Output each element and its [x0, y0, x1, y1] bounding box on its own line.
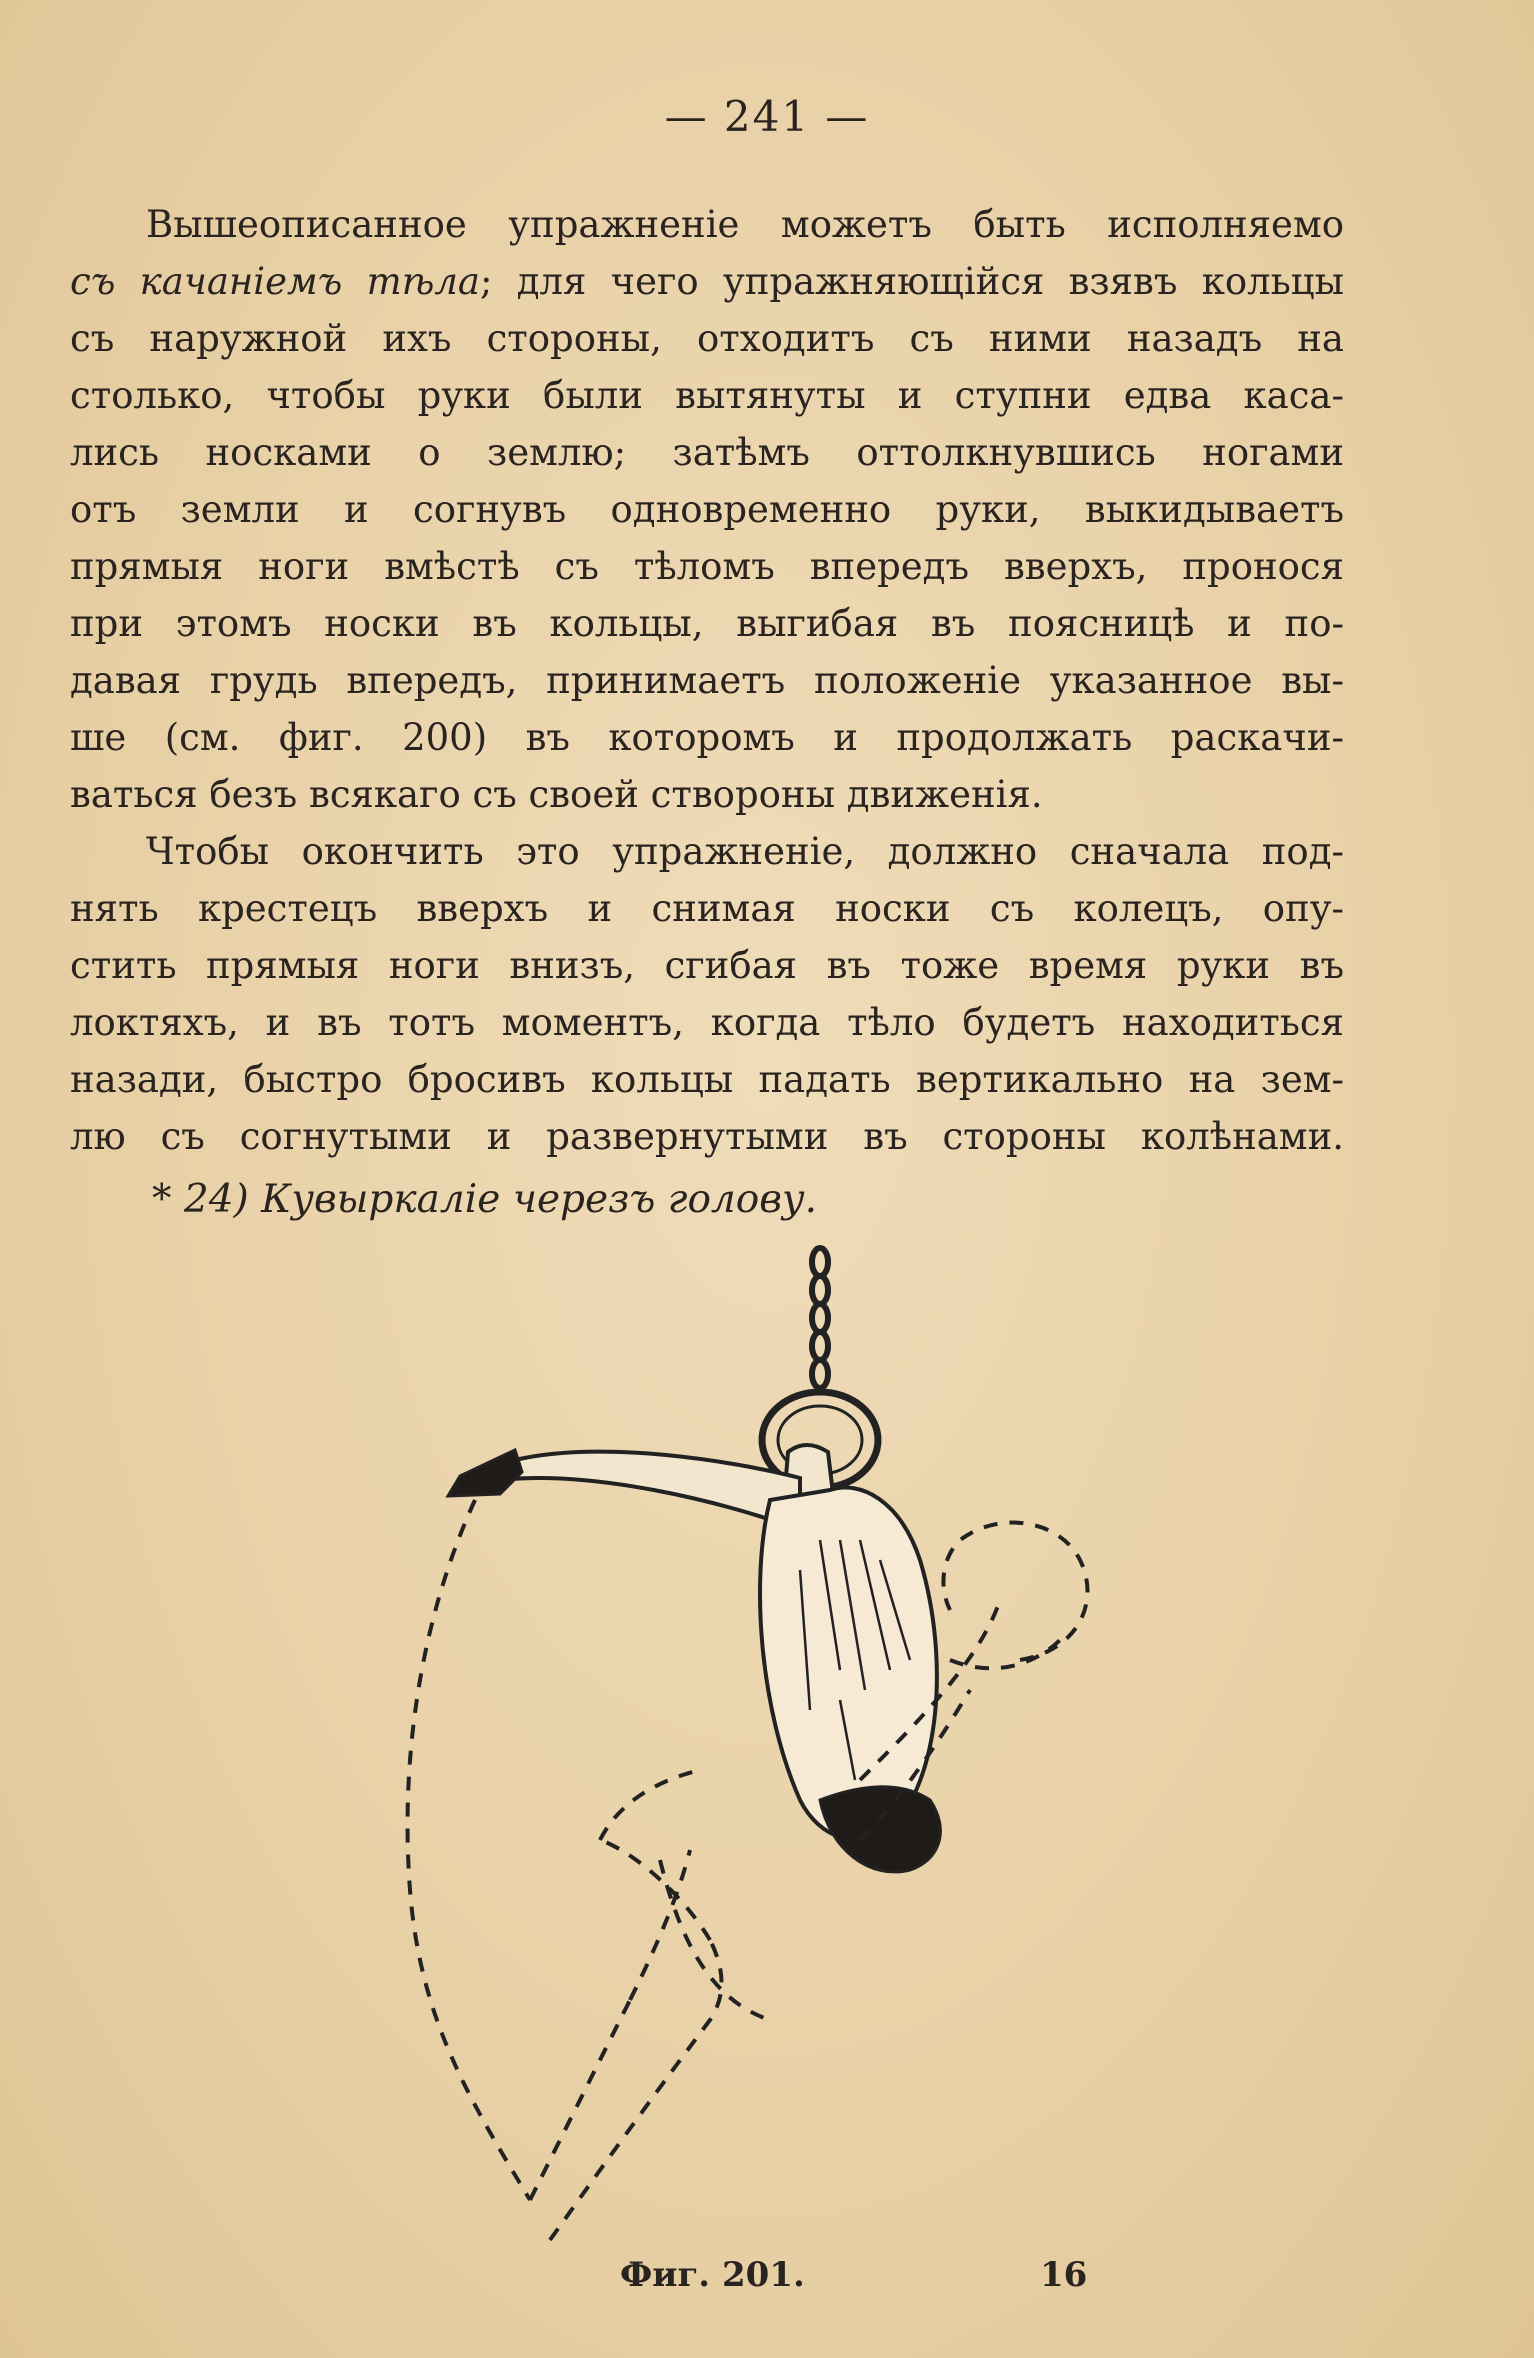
paragraph-2-line: Чтобы окончить это упражненіе, должно сн…	[146, 830, 1344, 873]
paragraph-1-line: отъ земли и согнувъ одновременно руки, в…	[70, 488, 1344, 531]
foot-icon	[445, 1447, 524, 1498]
gymnast-illustration	[405, 1245, 1090, 2242]
body-icon	[758, 1485, 939, 1842]
line-text: ; для чего упражняющійся взявъ кольцы	[480, 260, 1344, 303]
paragraph-1-line: съ качаніемъ тѣла; для чего упражняющійс…	[70, 253, 1344, 310]
section-heading: * 24) Кувыркаліе черезъ голову.	[152, 1177, 817, 1222]
emphasis-text: съ качаніемъ тѣла	[70, 260, 480, 303]
paragraph-1-line: давая грудь впередъ, принимаетъ положені…	[70, 659, 1344, 702]
signature-mark: 16	[1040, 2255, 1088, 2295]
shading-icon	[798, 1539, 912, 1781]
paragraph-2-line: назади, быстро бросивъ кольцы падать вер…	[70, 1058, 1344, 1101]
paragraph-2-line: локтяхъ, и въ тотъ моментъ, когда тѣло б…	[70, 1001, 1344, 1044]
body-text: Вышеописанное упражненіе можетъ быть исп…	[70, 196, 1344, 1165]
chain-icon	[809, 1245, 831, 1391]
arm-icon	[495, 1449, 802, 1533]
paragraph-1-line: при этомъ носки въ кольцы, выгибая въ по…	[70, 602, 1344, 645]
paragraph-1-line: столько, чтобы руки были вытянуты и ступ…	[70, 374, 1344, 417]
trajectory-path-icon	[405, 1499, 1090, 2242]
page-number: — 241 —	[664, 92, 870, 141]
paragraph-1-line: ваться безъ всякаго съ своей створоны дв…	[70, 773, 1043, 816]
paragraph-2-line: стить прямыя ноги внизъ, сгибая въ тоже …	[70, 944, 1344, 987]
figure-caption: Фиг. 201.	[620, 2255, 805, 2295]
paragraph-1-line: Вышеописанное упражненіе можетъ быть исп…	[146, 203, 1344, 246]
paragraph-2-line: лю съ согнутыми и развернутыми въ сторон…	[70, 1115, 1344, 1158]
head-icon	[818, 1785, 942, 1874]
paragraph-1-line: прямыя ноги вмѣстѣ съ тѣломъ впередъ вве…	[70, 545, 1344, 588]
paragraph-1-line: лись носками о землю; затѣмъ оттолкнувши…	[70, 431, 1344, 474]
paragraph-2-line: нять крестецъ вверхъ и снимая носки съ к…	[70, 887, 1344, 930]
paragraph-1-line: съ наружной ихъ стороны, отходитъ съ ним…	[70, 317, 1344, 360]
paragraph-1-line: ше (см. фиг. 200) въ которомъ и продолжа…	[70, 716, 1344, 759]
